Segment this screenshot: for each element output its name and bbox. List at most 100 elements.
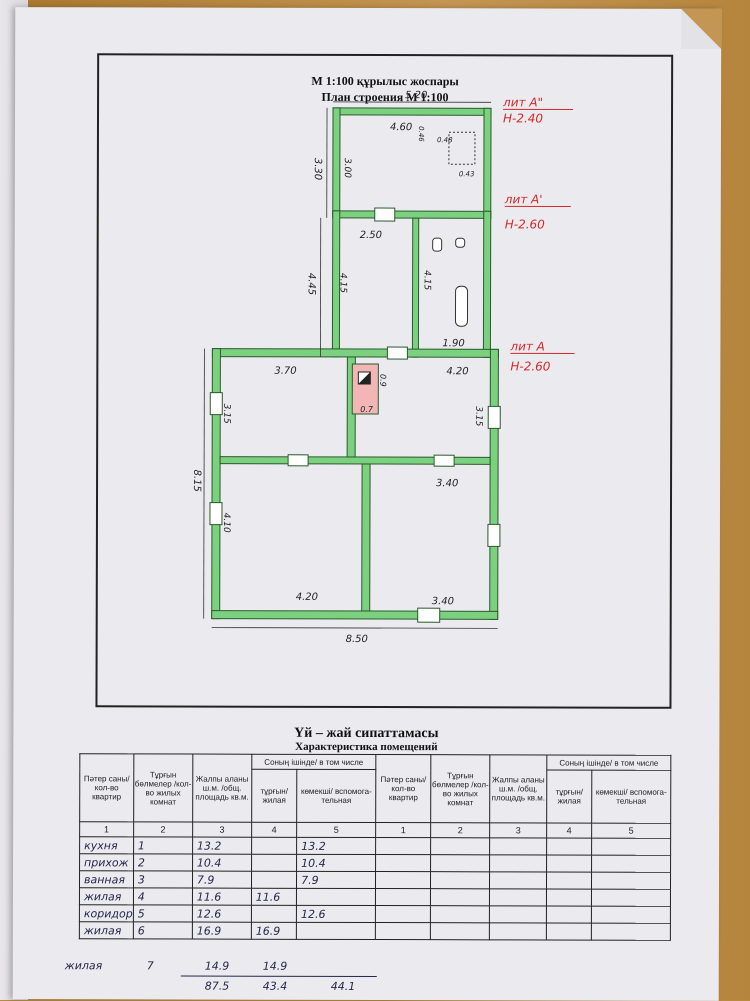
col-number: 1 xyxy=(80,822,134,837)
room-living xyxy=(251,854,296,871)
dim-mid-height-outer: 4.45 xyxy=(306,273,317,295)
wall xyxy=(484,108,491,218)
dim-room-b-height: 3.15 xyxy=(473,406,483,426)
liter-height-3: Н-2.60 xyxy=(510,359,550,373)
room-aux xyxy=(297,888,376,905)
header-col4: тұрғын/ жилая xyxy=(251,769,296,822)
extra-room-name: жилая xyxy=(65,959,102,972)
room-total: 12.6 xyxy=(192,905,251,922)
door-mark xyxy=(375,208,395,221)
dim-room-a-height: 3.15 xyxy=(221,404,231,424)
dim-line xyxy=(204,349,205,619)
dim-small-b: 0.48 xyxy=(437,136,453,144)
window-mark xyxy=(210,393,222,415)
header-col2-right: Тұрғын бөлмелер /кол-во жилых комнат xyxy=(431,755,490,823)
window-mark xyxy=(488,524,500,546)
wall xyxy=(483,211,490,357)
dim-mid-height-inner: 4.15 xyxy=(338,273,348,293)
liter-label-3: лит А xyxy=(509,339,545,353)
room-name: прихож xyxy=(80,854,134,871)
header-col3-right: Жалпы аланы ш.м. /общ. площадь кв.м. xyxy=(490,755,547,823)
room-aux xyxy=(296,922,375,939)
window-mark xyxy=(210,503,222,525)
table-row: ванная 3 7.9 7.9 xyxy=(79,871,670,890)
room-total: 16.9 xyxy=(192,922,251,939)
room-total: 10.4 xyxy=(192,854,251,871)
window-mark xyxy=(488,406,500,428)
door-mark xyxy=(434,455,454,466)
header-col4-right: тұрғын/ жилая xyxy=(547,770,592,823)
col-number: 1 xyxy=(376,823,431,838)
dim-upper-height-outer: 3.30 xyxy=(312,158,323,180)
dim-small-c: 0.43 xyxy=(459,170,475,178)
room-aux: 10.4 xyxy=(297,854,376,871)
dim-room-c-height: 4.10 xyxy=(221,513,231,533)
col-number: 2 xyxy=(133,822,192,837)
total-aux: 44.1 xyxy=(331,980,356,993)
totals-underline xyxy=(181,976,377,978)
dim-left-total-height: 8.15 xyxy=(191,470,202,492)
header-col2: Тұрғын бөлмелер /кол-во жилых комнат xyxy=(133,754,192,822)
liter-height-1: Н-2.40 xyxy=(503,111,543,125)
extra-room-living: 14.9 xyxy=(263,960,288,973)
room-living: 16.9 xyxy=(251,922,296,939)
room-total: 11.6 xyxy=(192,888,251,905)
liter-height-2: Н-2.60 xyxy=(505,217,545,231)
wall xyxy=(412,218,418,357)
dim-room-a-width: 3.70 xyxy=(274,366,296,377)
room-number: 1 xyxy=(133,837,192,854)
fixture-outline xyxy=(449,132,475,164)
header-col1-right: Пәтер саны/ кол-во квартир xyxy=(376,755,431,823)
liter-label-2: лит А' xyxy=(504,192,543,206)
window-mark xyxy=(418,608,440,622)
extra-room-total: 14.9 xyxy=(205,960,230,973)
dim-line xyxy=(212,628,498,629)
room-name: жилая xyxy=(79,888,133,905)
room-living xyxy=(251,871,296,888)
wall xyxy=(212,349,221,619)
header-group-right: Соның ішінде/ в том числе xyxy=(547,755,671,770)
col-number: 3 xyxy=(490,823,547,838)
room-number: 4 xyxy=(133,888,192,905)
table-row: жилая 4 11.6 11.6 xyxy=(79,888,670,907)
floor-plan-drawing: 5.20 4.60 3.30 3.00 0.46 0.48 0.43 2.50 … xyxy=(13,7,721,749)
room-living xyxy=(251,905,296,922)
characteristics-table: Пәтер саны/ кол-во квартир Тұрғын бөлмел… xyxy=(79,753,671,941)
table-row: коридор 5 12.6 12.6 xyxy=(79,905,670,924)
col-number: 3 xyxy=(192,822,251,837)
dim-mid-room-width: 2.50 xyxy=(360,230,382,241)
room-aux: 7.9 xyxy=(297,871,376,888)
room-total: 13.2 xyxy=(192,837,251,854)
table-row: жилая 6 16.9 16.9 xyxy=(79,922,670,941)
col-number: 4 xyxy=(251,822,296,837)
door-mark xyxy=(288,455,308,466)
room-living xyxy=(251,837,296,854)
room-number: 6 xyxy=(133,922,192,939)
room-name: ванная xyxy=(79,871,133,888)
room-name: кухня xyxy=(80,837,134,854)
room-aux: 13.2 xyxy=(297,837,376,854)
bathtub-icon xyxy=(455,286,467,326)
wall xyxy=(212,611,498,620)
header-group: Соның ішінде/ в том числе xyxy=(252,754,376,769)
col-number: 4 xyxy=(547,823,592,838)
dim-upper-room-width: 4.60 xyxy=(390,122,412,133)
header-col5: көмекші/ вспомога-тельная xyxy=(297,769,376,822)
dim-room-b-width: 4.20 xyxy=(446,366,468,377)
wall xyxy=(333,108,340,218)
room-number: 2 xyxy=(133,854,192,871)
col-number: 5 xyxy=(297,822,376,837)
dim-bath-width: 1.90 xyxy=(442,338,464,349)
document-sheet: М 1:100 құрылыс жоспары План строения М … xyxy=(13,7,722,1001)
dim-chimney-a: 0.9 xyxy=(378,374,387,387)
table-row: прихож 2 10.4 10.4 xyxy=(80,854,671,873)
sink-icon xyxy=(456,238,465,247)
extra-room-number: 7 xyxy=(147,959,154,972)
dim-room-d-width-top: 3.40 xyxy=(436,478,458,489)
col-number: 2 xyxy=(431,823,490,838)
room-number: 3 xyxy=(133,871,192,888)
dim-upper-height-inner: 3.00 xyxy=(342,158,352,178)
col-number: 5 xyxy=(592,823,671,838)
wall xyxy=(212,349,498,358)
characteristics-title-ru: Характеристика помещений xyxy=(13,740,719,754)
